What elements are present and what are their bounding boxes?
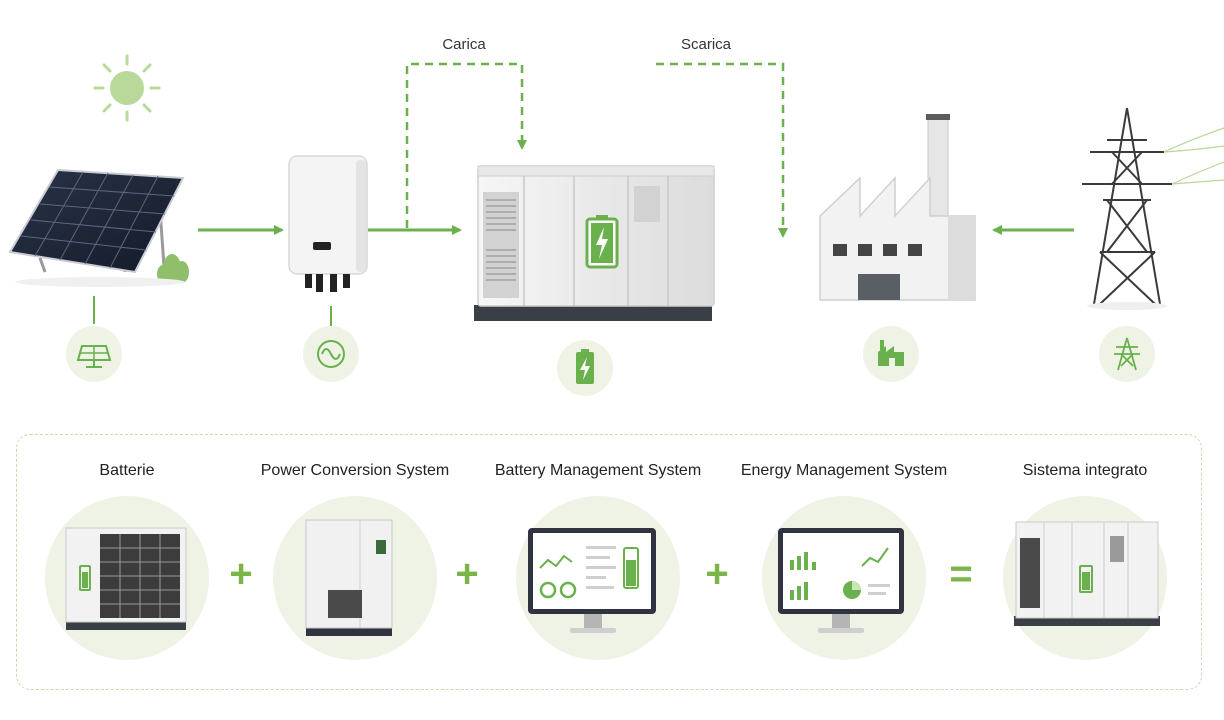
component-label-ems: Energy Management System xyxy=(740,462,948,479)
bms-monitor xyxy=(528,528,656,633)
component-label-batteries: Batterie xyxy=(99,462,155,479)
battery-charging-icon xyxy=(585,215,619,269)
battery-storage-container xyxy=(474,165,715,321)
transmission-tower-icon xyxy=(1099,326,1155,382)
component-label-pcs: Power Conversion System xyxy=(260,462,450,479)
solar-panel-icon xyxy=(66,326,122,382)
inverter xyxy=(288,155,368,292)
ems-monitor xyxy=(778,528,904,633)
battery-icon xyxy=(557,340,613,396)
solar-panel xyxy=(8,168,189,287)
transmission-tower xyxy=(1082,107,1172,305)
battery-rack xyxy=(65,527,187,630)
discharge-label: Scarica xyxy=(680,36,732,53)
plus-operator: + xyxy=(455,552,479,596)
equals-operator: = xyxy=(949,552,973,596)
components-panel xyxy=(16,434,1202,690)
integrated-system xyxy=(1014,521,1160,626)
charge-label: Carica xyxy=(442,36,486,53)
sine-wave-icon xyxy=(303,326,359,382)
power-lines xyxy=(1163,127,1224,185)
discharge-dashed-arrow xyxy=(656,62,788,238)
sun-icon xyxy=(93,54,161,122)
plus-operator: + xyxy=(705,552,729,596)
plus-operator: + xyxy=(229,552,253,596)
factory xyxy=(819,114,976,301)
pcs-cabinet xyxy=(305,519,393,636)
factory-icon xyxy=(863,326,919,382)
component-label-integrated: Sistema integrato xyxy=(1022,462,1148,479)
component-label-bms: Battery Management System xyxy=(494,462,702,479)
